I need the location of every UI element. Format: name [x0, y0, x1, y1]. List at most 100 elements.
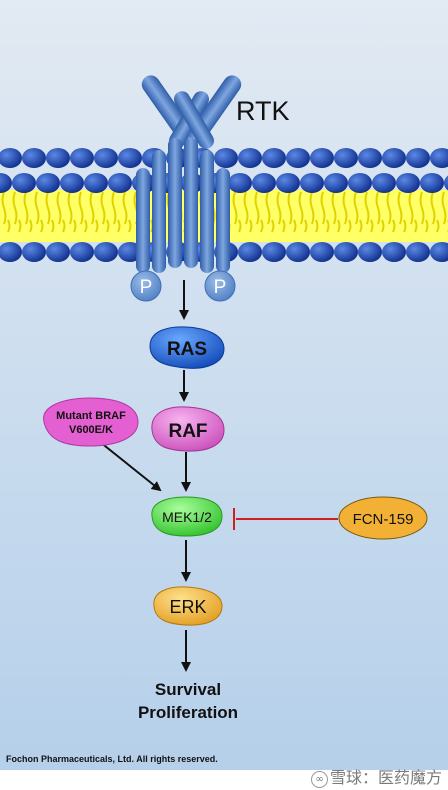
rtk-receptor	[136, 75, 242, 273]
lipid-head	[396, 173, 420, 193]
lipid-head	[214, 148, 238, 168]
arrow-mutant-braf-to-mek	[99, 441, 162, 492]
rtk-helix-6	[216, 168, 230, 273]
lipid-tail	[392, 219, 396, 233]
erk-label: ERK	[169, 597, 206, 617]
lipid-tail	[84, 219, 88, 233]
lipid-tail	[403, 219, 407, 233]
lipid-head	[286, 148, 310, 168]
watermark: ∞雪球：医药魔方	[310, 764, 442, 788]
lipid-head	[430, 242, 448, 262]
lipid-tail	[309, 191, 315, 225]
lipid-tail	[276, 191, 282, 225]
lipid-head	[36, 173, 60, 193]
raf-label: RAF	[168, 421, 207, 442]
lipid-head	[94, 148, 118, 168]
lipid-tail	[18, 219, 22, 233]
rtk-helix-2	[152, 150, 166, 273]
lipid-head	[262, 242, 286, 262]
phosphate-left-icon	[130, 270, 162, 302]
lipid-tail	[414, 219, 418, 233]
lipid-head	[430, 148, 448, 168]
rtk-helix-1	[136, 168, 150, 273]
lipid-head	[22, 242, 46, 262]
lipid-tail	[331, 191, 337, 225]
lipid-tail	[12, 191, 18, 225]
lipid-head	[406, 148, 430, 168]
lipid-head	[94, 242, 118, 262]
lipid-tail	[282, 219, 286, 233]
ras-node	[149, 326, 225, 369]
lipid-head	[406, 242, 430, 262]
outcome-label-line2: Proliferation	[138, 703, 238, 722]
lipid-tail	[95, 219, 99, 233]
lipid-tail	[67, 191, 73, 225]
lipid-tail	[436, 219, 440, 233]
lipid-tail	[408, 191, 414, 225]
lipid-head	[358, 148, 382, 168]
lipid-head	[12, 173, 36, 193]
lipid-tail	[271, 219, 275, 233]
lipid-head	[358, 242, 382, 262]
membrane-outer-heads	[0, 148, 448, 193]
lipid-tail	[89, 191, 95, 225]
lipid-head	[276, 173, 300, 193]
rtk-helix-4	[184, 138, 198, 268]
lipid-head	[46, 148, 70, 168]
mek-node	[151, 496, 223, 537]
lipid-tail	[320, 191, 326, 225]
rtk-helix-5	[200, 150, 214, 273]
lipid-tail	[56, 191, 62, 225]
lipid-tail	[298, 191, 304, 225]
lipid-head	[372, 173, 396, 193]
lipid-head	[334, 242, 358, 262]
lipid-tail	[353, 191, 359, 225]
lipid-tail	[106, 219, 110, 233]
fcn159-node	[338, 496, 428, 540]
phosphate-right-icon	[204, 270, 236, 302]
lipid-tail	[265, 191, 271, 225]
lipid-tail	[293, 219, 297, 233]
lipid-tail	[62, 219, 66, 233]
mutant-braf-label-line1: Mutant BRAF	[56, 410, 126, 422]
lipid-tail	[425, 219, 429, 233]
lipid-tail	[128, 219, 132, 233]
rtk-arm-right-inner	[174, 91, 214, 149]
xueqiu-logo-icon: ∞	[310, 771, 328, 788]
rtk-label: RTK	[236, 96, 290, 126]
lipid-tail	[359, 219, 363, 233]
lipid-head	[348, 173, 372, 193]
lipid-head	[310, 148, 334, 168]
outcome-label-line1: Survival	[155, 680, 221, 699]
lipid-tail	[51, 219, 55, 233]
lipid-head	[324, 173, 348, 193]
lipid-head	[70, 242, 94, 262]
lipid-head	[60, 173, 84, 193]
lipid-head	[444, 175, 448, 191]
lipid-tail	[29, 219, 33, 233]
lipid-head	[0, 173, 12, 193]
lipid-tail	[40, 219, 44, 233]
lipid-tail	[23, 191, 29, 225]
watermark-text: 雪球：医药魔方	[329, 768, 442, 787]
lipid-head	[238, 242, 262, 262]
lipid-head	[310, 242, 334, 262]
lipid-tail	[381, 219, 385, 233]
footer-bar	[0, 770, 448, 790]
lipid-tail	[111, 191, 117, 225]
lipid-tail	[364, 191, 370, 225]
raf-node	[151, 406, 225, 452]
erk-node	[153, 586, 223, 626]
lipid-head	[0, 148, 22, 168]
lipid-head	[382, 148, 406, 168]
lipid-tail	[100, 191, 106, 225]
phosphate-left-label: P	[140, 277, 153, 298]
lipid-head	[46, 242, 70, 262]
lipid-tail	[122, 191, 128, 225]
lipid-head	[108, 173, 132, 193]
fcn159-label: FCN-159	[353, 511, 414, 528]
lipid-head	[70, 148, 94, 168]
mek-label: MEK1/2	[162, 509, 212, 525]
lipid-head	[286, 242, 310, 262]
